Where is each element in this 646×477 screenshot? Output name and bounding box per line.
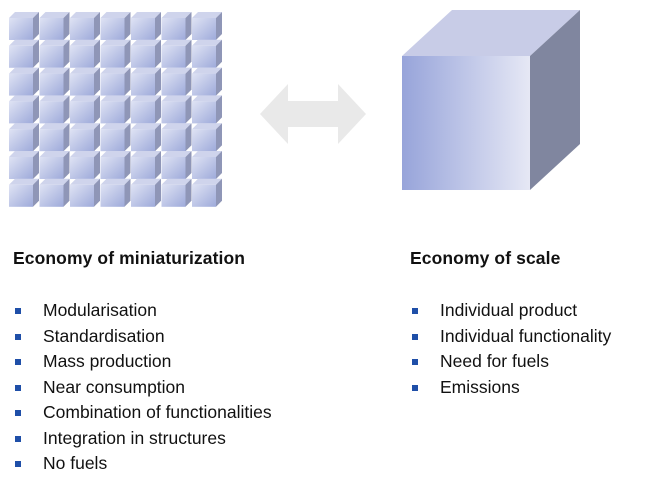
cube-grid-icon: [9, 12, 222, 207]
list-item-label: Near consumption: [43, 376, 186, 397]
bullet-icon: [412, 333, 418, 340]
small-cube: [131, 39, 161, 68]
list-item-label: Standardisation: [43, 325, 165, 346]
bullet-icon: [15, 435, 21, 442]
list-item: Near consumption: [13, 375, 272, 401]
scale-list: Individual product Individual functional…: [410, 298, 611, 400]
list-item: No fuels: [13, 451, 272, 477]
small-cube: [161, 67, 192, 96]
small-cube: [39, 95, 70, 124]
small-cube: [100, 39, 131, 68]
small-cube: [161, 151, 192, 179]
small-cube: [100, 67, 131, 96]
small-cube: [9, 95, 39, 124]
small-cube: [100, 123, 131, 152]
small-cube: [39, 151, 70, 179]
small-cube: [131, 178, 161, 207]
list-item: Mass production: [13, 349, 272, 375]
small-cube: [70, 67, 100, 96]
small-cube: [100, 12, 131, 40]
small-cube: [161, 123, 192, 152]
bullet-icon: [15, 333, 21, 340]
small-cube: [192, 95, 222, 124]
small-cube: [131, 95, 161, 124]
small-cube: [100, 178, 131, 207]
small-cube: [39, 178, 70, 207]
list-item-label: Integration in structures: [43, 427, 226, 448]
small-cube: [39, 39, 70, 68]
list-item: Integration in structures: [13, 426, 272, 452]
list-item: Need for fuels: [410, 349, 611, 375]
list-item: Individual product: [410, 298, 611, 324]
small-cube: [161, 95, 192, 124]
list-item-label: Mass production: [43, 351, 172, 371]
list-item: Modularisation: [13, 298, 272, 324]
list-item-label: Individual product: [440, 300, 578, 320]
bullet-icon: [15, 359, 21, 365]
bullet-icon: [15, 410, 21, 416]
heading-economy-of-miniaturization: Economy of miniaturization: [13, 248, 246, 268]
small-cube: [192, 67, 222, 96]
list-item: Emissions: [410, 375, 611, 401]
small-cube: [192, 39, 222, 68]
small-cube: [39, 123, 70, 152]
list-item-label: Combination of functionalities: [43, 402, 272, 422]
small-cube: [9, 12, 39, 40]
list-item-label: No fuels: [43, 453, 108, 473]
small-cube: [192, 123, 222, 152]
small-cube: [100, 151, 131, 179]
bullet-icon: [412, 308, 418, 314]
small-cube: [192, 151, 222, 179]
bullet-icon: [15, 308, 21, 314]
small-cube: [192, 178, 222, 207]
small-cube: [70, 178, 100, 207]
small-cube: [70, 39, 100, 68]
bullet-icon: [15, 461, 21, 467]
small-cube: [131, 151, 161, 179]
list-item: Combination of functionalities: [13, 400, 272, 426]
list-item: Standardisation: [13, 324, 272, 350]
small-cube: [131, 67, 161, 96]
small-cube: [70, 12, 100, 40]
small-cube: [39, 67, 70, 96]
bullet-icon: [412, 359, 418, 365]
small-cube: [39, 12, 70, 40]
small-cube: [131, 12, 161, 40]
small-cube: [161, 39, 192, 68]
miniaturization-list: Modularisation Standardisation Mass prod…: [13, 298, 272, 477]
small-cube: [70, 151, 100, 179]
small-cube: [192, 12, 222, 40]
small-cube: [131, 123, 161, 152]
list-item: Individual functionality: [410, 324, 611, 350]
small-cube: [9, 39, 39, 68]
double-arrow-icon: [260, 84, 366, 144]
bullet-icon: [15, 384, 21, 391]
small-cube: [9, 178, 39, 207]
large-cube-icon: [402, 10, 580, 190]
bullet-icon: [412, 384, 418, 391]
list-item-label: Need for fuels: [440, 351, 549, 371]
list-item-label: Individual functionality: [440, 325, 612, 346]
heading-economy-of-scale: Economy of scale: [410, 248, 561, 268]
small-cube: [70, 95, 100, 124]
small-cube: [161, 178, 192, 207]
small-cube: [70, 123, 100, 152]
small-cube: [9, 67, 39, 96]
small-cube: [100, 95, 131, 124]
list-item-label: Emissions: [440, 376, 520, 397]
small-cube: [9, 123, 39, 152]
small-cube: [161, 12, 192, 40]
list-item-label: Modularisation: [43, 300, 157, 320]
small-cube: [9, 151, 39, 179]
